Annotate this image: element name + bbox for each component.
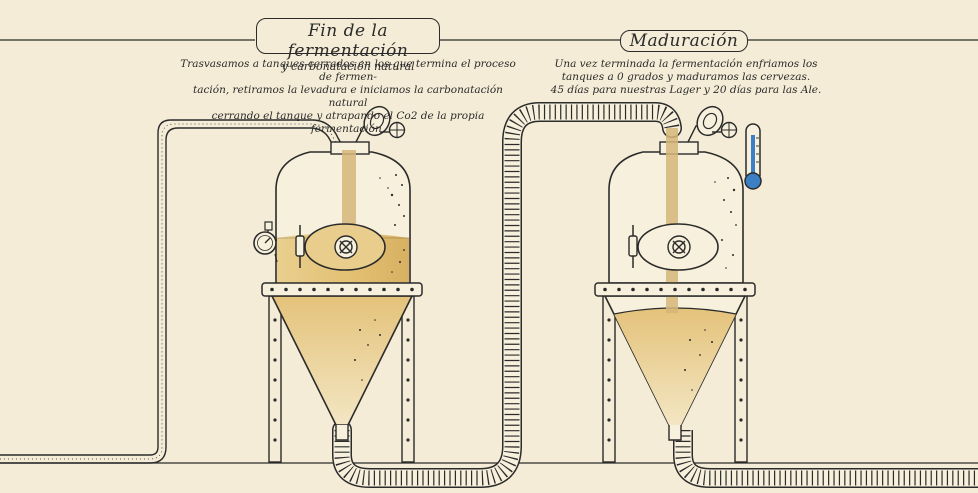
inlet-pipe bbox=[0, 119, 346, 464]
description-line: 45 días para nuestras Lager y 20 días pa… bbox=[550, 84, 822, 96]
pressure-gauge-icon bbox=[253, 221, 278, 263]
description-line: tanques a 0 grados y maduramos las cerve… bbox=[561, 71, 811, 83]
inlet-pipe-lines bbox=[0, 123, 342, 460]
maturation-tank bbox=[594, 105, 762, 463]
stage-title: Fin de la fermentación bbox=[287, 21, 409, 61]
stage-title-maturation: Maduración bbox=[620, 30, 748, 52]
transfer-hose bbox=[332, 102, 682, 488]
beer-level bbox=[614, 308, 736, 425]
fermentation-tank bbox=[253, 105, 423, 463]
description-line: tación, retiramos la levadura e iniciamo… bbox=[193, 84, 503, 109]
valve-wheel-icon bbox=[687, 105, 738, 143]
valve-wheel-icon bbox=[355, 105, 406, 143]
stage-title: Maduración bbox=[629, 31, 739, 51]
description-line: cerrando el tanque y atrapando el Co2 de… bbox=[211, 110, 485, 135]
description-line: Trasvasamos a tanques cerrados en los qu… bbox=[180, 58, 516, 83]
tank-cone bbox=[270, 295, 414, 426]
description-line: Una vez terminada la fermentación enfria… bbox=[554, 58, 818, 70]
stage-title-fermentation: Fin de la fermentación y carbonatación n… bbox=[256, 18, 440, 73]
outlet-hose bbox=[673, 430, 978, 488]
stage-description-maturation: Una vez terminada la fermentación enfria… bbox=[548, 58, 824, 97]
stage-description-fermentation: Trasvasamos a tanques cerrados en los qu… bbox=[178, 58, 518, 136]
bubbles bbox=[684, 177, 737, 391]
stage-subtitle: y carbonatación natural bbox=[281, 60, 415, 73]
porthole-icon bbox=[295, 223, 386, 271]
bubbles bbox=[354, 174, 405, 381]
tank-neck bbox=[659, 141, 699, 155]
thermometer-icon bbox=[744, 123, 762, 190]
porthole-icon bbox=[628, 223, 719, 271]
tank-legs bbox=[602, 295, 748, 463]
